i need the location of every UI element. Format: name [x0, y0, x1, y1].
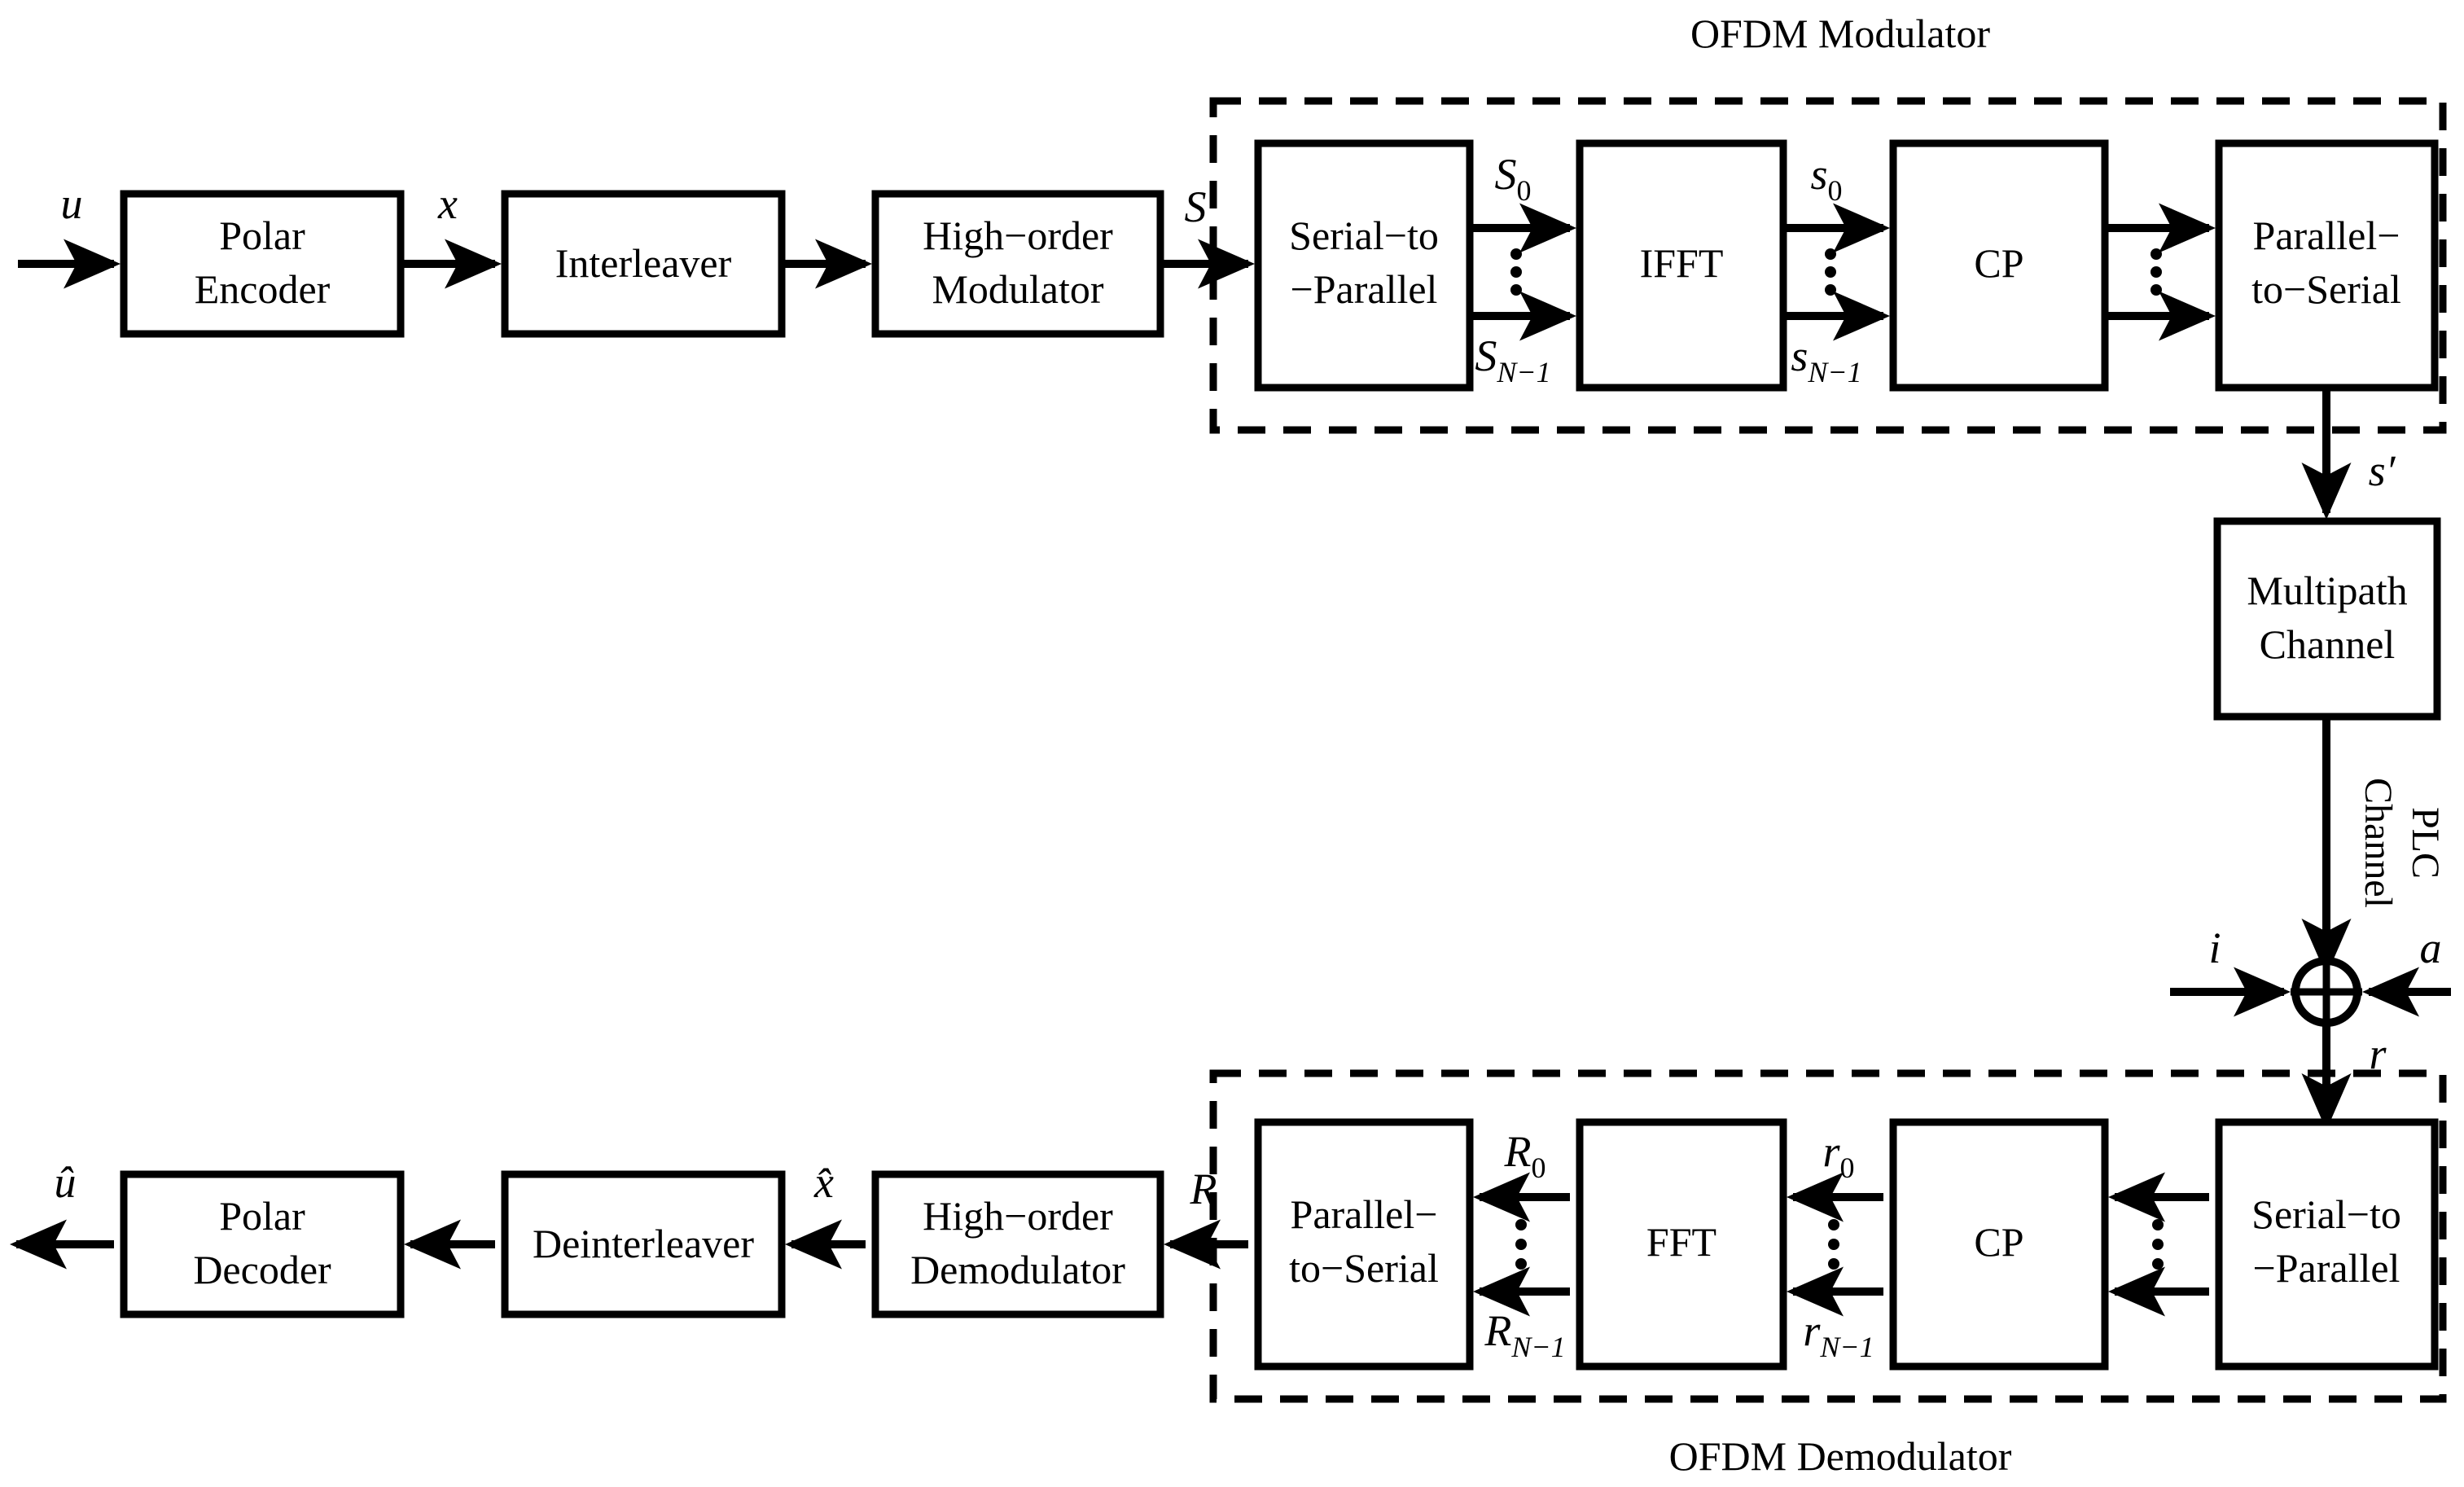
signal-label-R-demod-input: R	[1190, 1165, 1217, 1213]
signal-label-RN1: RN−1	[1484, 1306, 1565, 1363]
signal-label-u-hat: û	[55, 1158, 77, 1207]
signal-sub-RN1: N−1	[1510, 1331, 1565, 1363]
block-cp-remove[interactable]	[1889, 1118, 2109, 1371]
ellipsis-dot-cp-ps-1	[2151, 248, 2162, 260]
signal-label-i: i	[2208, 923, 2221, 972]
signal-label-x: x	[437, 179, 458, 228]
label-polar-decoder-line2: Decoder	[193, 1247, 331, 1292]
signal-sub-S0: 0	[1517, 174, 1532, 207]
ellipsis-dot-cp-fft-2	[1828, 1239, 1839, 1250]
signal-sub-rN1: N−1	[1819, 1331, 1874, 1363]
plc-channel-label-line2: Channel	[2357, 778, 2400, 908]
label-multipath-channel-line1: Multipath	[2247, 568, 2407, 613]
signal-label-sN1: sN−1	[1791, 331, 1861, 388]
signal-label-u: u	[61, 179, 83, 228]
signal-base-r0: r	[1822, 1127, 1840, 1176]
signal-label-SN1: SN−1	[1475, 331, 1550, 388]
signal-label-x-hat: x̂	[813, 1158, 834, 1207]
label-interleaver: Interleaver	[555, 240, 732, 286]
label-serial-to-parallel-tx-line1: Serial−to	[1289, 213, 1439, 258]
label-polar-encoder-line1: Polar	[219, 213, 305, 258]
label-cp-remove: CP	[1974, 1219, 2023, 1265]
ofdm-demodulator-group-label: OFDM Demodulator	[1669, 1433, 2012, 1479]
ellipsis-dot-cp-fft-3	[1828, 1258, 1839, 1270]
ellipsis-dot-sprx-cp-3	[2152, 1258, 2164, 1270]
ofdm-demodulator-group-box	[1209, 1069, 2447, 1403]
ofdm-modulator-group-box	[1209, 97, 2447, 434]
block-high-order-demodulator[interactable]	[871, 1170, 1164, 1318]
label-high-order-modulator-line1: High−order	[923, 213, 1113, 258]
label-multipath-channel-line2: Channel	[2260, 621, 2396, 667]
signal-label-R0: R0	[1504, 1127, 1546, 1184]
signal-label-S: S	[1185, 182, 1207, 231]
label-serial-to-parallel-tx-line2: −Parallel	[1291, 266, 1438, 312]
signal-base-sN1: s	[1791, 331, 1808, 380]
label-high-order-modulator-line2: Modulator	[932, 266, 1103, 312]
label-parallel-to-serial-tx-line1: Parallel−	[2253, 213, 2400, 258]
block-parallel-to-serial-tx[interactable]	[2215, 139, 2439, 392]
ellipsis-dot-fft-psrx-1	[1515, 1219, 1527, 1230]
label-polar-decoder-line1: Polar	[219, 1193, 305, 1239]
signal-base-RN1: R	[1484, 1306, 1511, 1355]
block-fft[interactable]	[1576, 1118, 1787, 1371]
ellipsis-dot-ifft-cp-3	[1825, 284, 1836, 296]
block-polar-decoder[interactable]	[120, 1170, 405, 1318]
plc-channel-label-line1: PLC	[2404, 807, 2447, 879]
ellipsis-dot-fft-psrx-3	[1515, 1258, 1527, 1270]
label-serial-to-parallel-rx-line2: −Parallel	[2253, 1245, 2400, 1291]
signal-base-rN1: r	[1803, 1306, 1821, 1355]
ellipsis-dot-cp-fft-1	[1828, 1219, 1839, 1230]
signal-label-s0: s0	[1810, 150, 1842, 207]
ellipsis-dot-cp-ps-3	[2151, 284, 2162, 296]
label-parallel-to-serial-rx-line1: Parallel−	[1291, 1191, 1438, 1237]
signal-base-R0: R	[1504, 1127, 1532, 1176]
signal-label-S0: S0	[1495, 150, 1532, 207]
ellipsis-dot-sp-ifft-2	[1510, 266, 1522, 278]
block-parallel-to-serial-rx[interactable]	[1254, 1118, 1474, 1371]
block-cp-add[interactable]	[1889, 139, 2109, 392]
signal-label-s-prime: s′	[2369, 446, 2396, 495]
signal-label-rN1: rN−1	[1803, 1306, 1874, 1363]
label-high-order-demodulator-line1: High−order	[923, 1193, 1113, 1239]
ofdm-modulator-group-label: OFDM Modulator	[1690, 11, 1990, 56]
block-multipath-channel[interactable]	[2213, 517, 2441, 721]
label-cp-add: CP	[1974, 240, 2023, 286]
ellipsis-dot-ifft-cp-1	[1825, 248, 1836, 260]
ellipsis-dot-fft-psrx-2	[1515, 1239, 1527, 1250]
ellipsis-dot-cp-ps-2	[2151, 266, 2162, 278]
signal-label-a: a	[2420, 923, 2442, 972]
ellipsis-dot-sp-ifft-3	[1510, 284, 1522, 296]
signal-base-S0: S	[1495, 150, 1517, 199]
label-deinterleaver: Deinterleaver	[533, 1221, 754, 1266]
label-parallel-to-serial-rx-line2: to−Serial	[1289, 1245, 1439, 1291]
signal-label-r0: r0	[1822, 1127, 1854, 1184]
signal-base-SN1: S	[1475, 331, 1497, 380]
signal-sub-r0: 0	[1840, 1151, 1855, 1184]
block-ifft[interactable]	[1576, 139, 1787, 392]
signal-sub-sN1: N−1	[1807, 356, 1861, 388]
label-parallel-to-serial-tx-line2: to−Serial	[2251, 266, 2401, 312]
block-interleaver[interactable]	[501, 190, 786, 338]
label-fft: FFT	[1646, 1219, 1716, 1265]
label-ifft: IFFT	[1640, 240, 1724, 286]
signal-label-r: r	[2369, 1029, 2387, 1078]
signal-sub-SN1: N−1	[1496, 356, 1550, 388]
label-serial-to-parallel-rx-line1: Serial−to	[2251, 1191, 2401, 1237]
ellipsis-dot-sprx-cp-2	[2152, 1239, 2164, 1250]
ellipsis-dot-ifft-cp-2	[1825, 266, 1836, 278]
signal-base-s0: s	[1810, 150, 1827, 199]
signal-sub-R0: 0	[1532, 1151, 1546, 1184]
label-polar-encoder-line2: Encoder	[195, 266, 331, 312]
ellipsis-dot-sprx-cp-1	[2152, 1219, 2164, 1230]
signal-sub-s0: 0	[1828, 174, 1843, 207]
block-deinterleaver[interactable]	[501, 1170, 786, 1318]
block-serial-to-parallel-rx[interactable]	[2215, 1118, 2439, 1371]
label-high-order-demodulator-line2: Demodulator	[910, 1247, 1125, 1292]
ellipsis-dot-sp-ifft-1	[1510, 248, 1522, 260]
block-serial-to-parallel-tx[interactable]	[1254, 139, 1474, 392]
